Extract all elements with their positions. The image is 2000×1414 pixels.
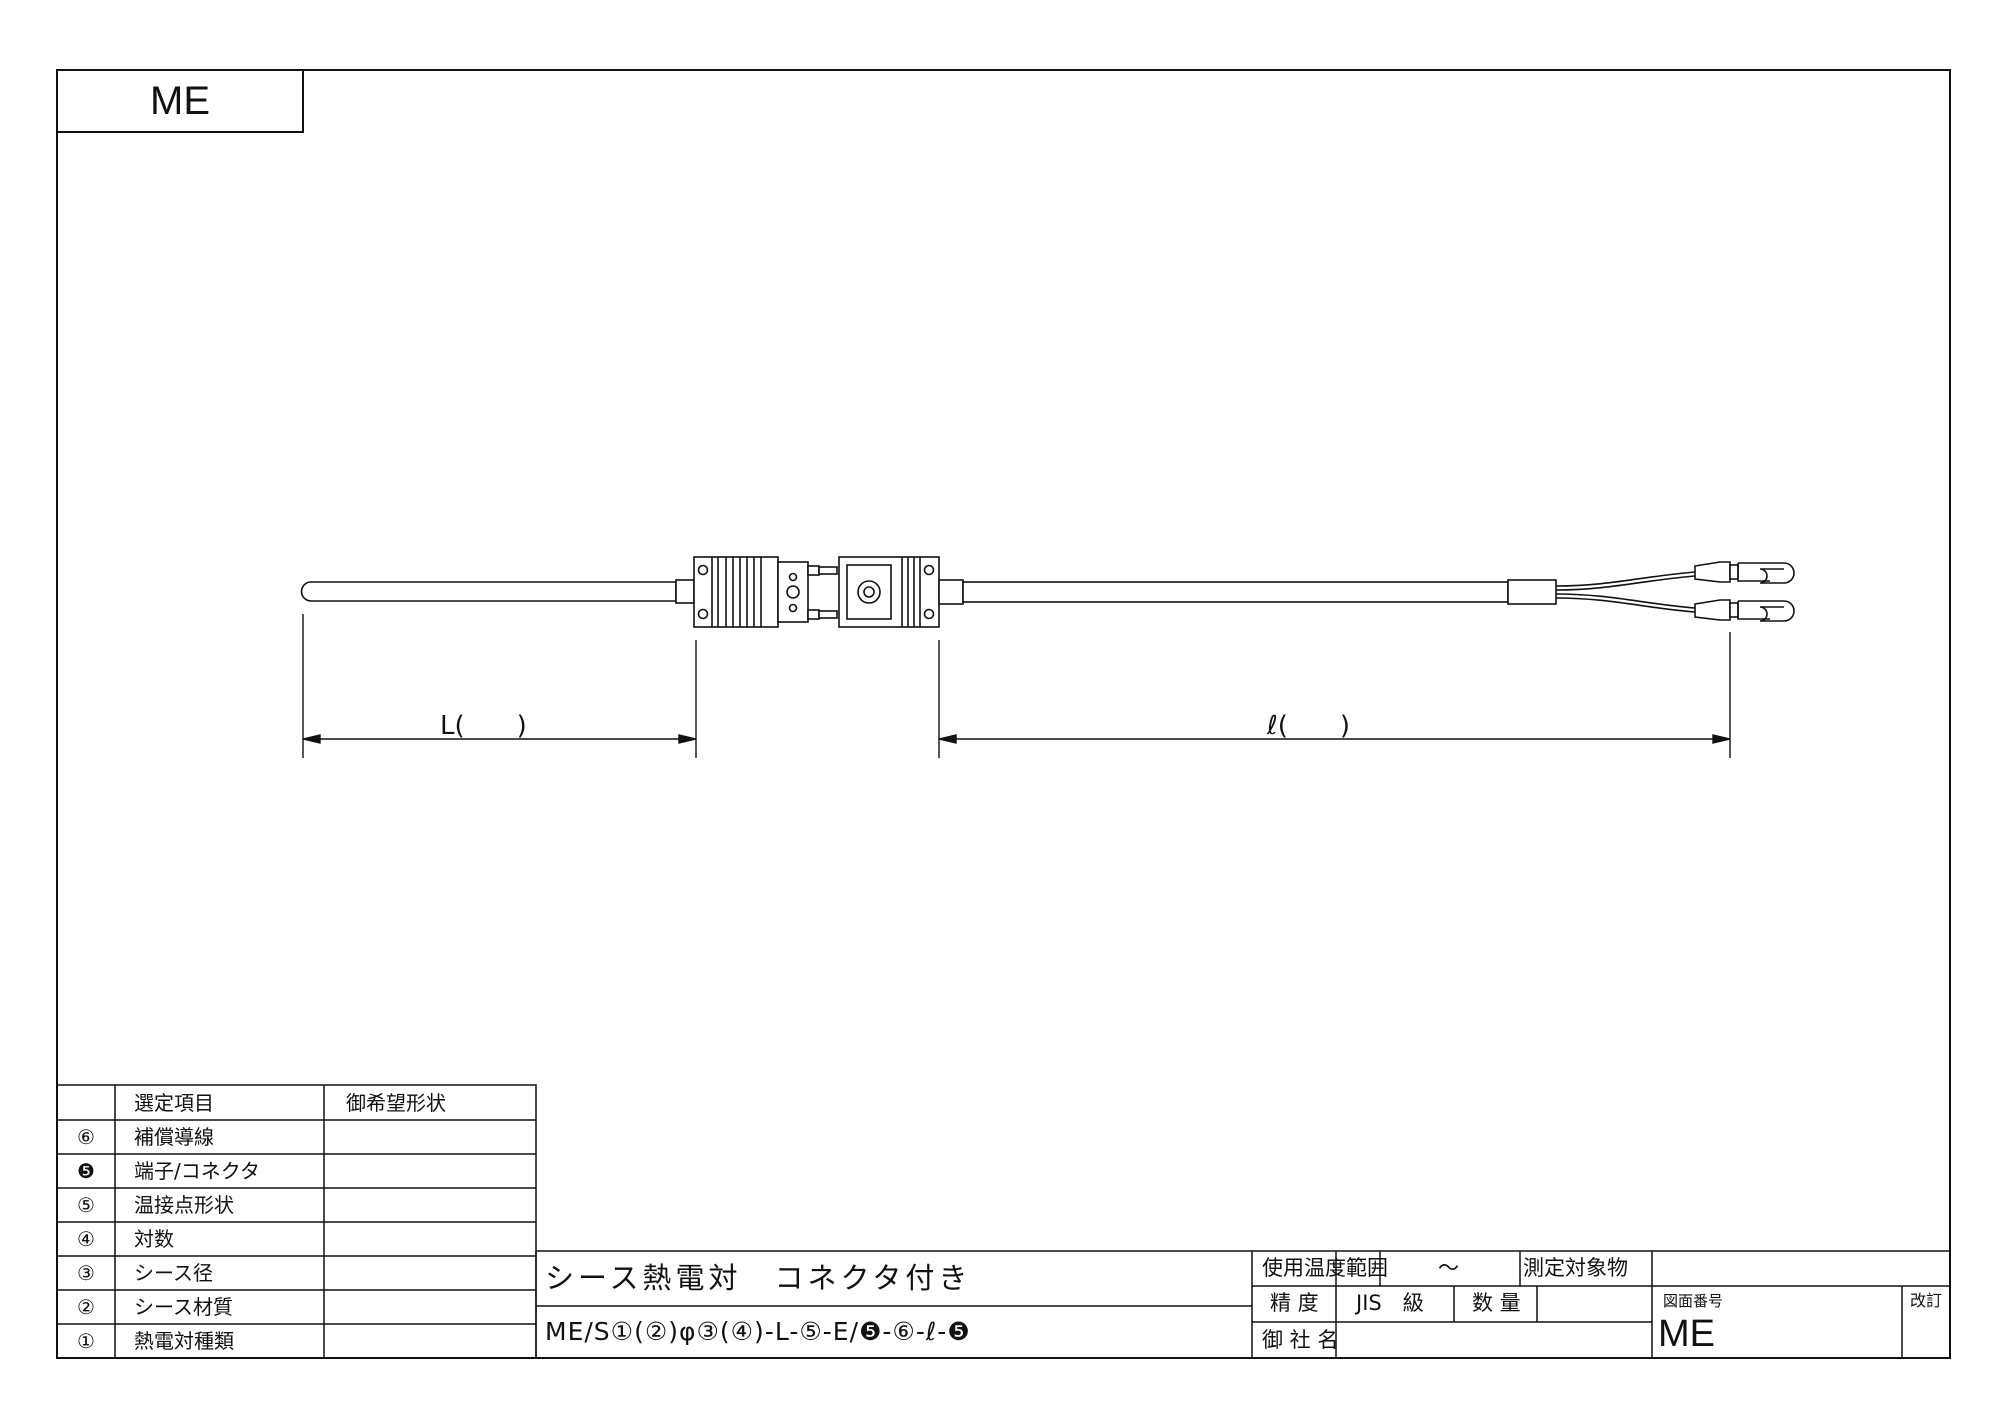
title-block-grid	[535, 1250, 1950, 1358]
selection-row-num: ③	[77, 1261, 95, 1285]
selection-row-item: 温接点形状	[134, 1193, 234, 1217]
selection-row-item: シース材質	[134, 1295, 233, 1319]
temp-range-separator: ～	[1438, 1256, 1459, 1280]
female-connector	[838, 556, 964, 628]
accuracy-label: 精 度	[1270, 1291, 1319, 1315]
selection-row-num: ④	[77, 1227, 95, 1251]
temp-range-label: 使用温度範囲	[1262, 1256, 1388, 1280]
drawing-number-label: 図面番号	[1663, 1292, 1724, 1310]
selection-row-num: ②	[77, 1295, 95, 1319]
selection-row-item: 対数	[134, 1227, 174, 1251]
selection-row-item: 補償導線	[134, 1125, 214, 1149]
selection-row-num: ❺	[77, 1159, 95, 1183]
model-code: ME/S①(②)φ③(④)-L-⑤-E/❺-⑥-ℓ-❺	[545, 1317, 971, 1346]
customer-label: 御 社 名	[1262, 1328, 1339, 1352]
compensating-lead	[962, 571, 1696, 613]
accuracy-value: JIS 級	[1356, 1291, 1424, 1315]
male-connector	[693, 556, 838, 628]
selection-row-num: ⑤	[77, 1193, 95, 1217]
selection-row-num: ⑥	[77, 1125, 95, 1149]
selection-row-item: シース径	[134, 1261, 213, 1285]
measured-object-label: 測定対象物	[1523, 1256, 1628, 1280]
probe-length-label: L( )	[440, 711, 527, 741]
selection-header-item: 選定項目	[134, 1091, 214, 1115]
selection-row-item: 熱電対種類	[134, 1329, 234, 1353]
dimension-lines	[302, 614, 1731, 758]
selection-table-grid	[56, 1084, 537, 1359]
selection-header-desired: 御希望形状	[346, 1091, 446, 1115]
quantity-label: 数 量	[1472, 1291, 1521, 1315]
lead-length-label: ℓ( )	[1267, 711, 1351, 741]
selection-row-num: ①	[77, 1329, 95, 1353]
crimp-terminals	[1694, 561, 1795, 622]
sheath-probe	[300, 579, 695, 604]
selection-row-item: 端子/コネクタ	[134, 1159, 260, 1183]
product-name: シース熱電対 コネクタ付き	[545, 1261, 972, 1295]
revision-label: 改訂	[1910, 1291, 1943, 1310]
sheet-border	[56, 69, 1951, 1359]
drawing-number: ME	[1658, 1313, 1715, 1355]
header-tab-label: ME	[150, 79, 210, 123]
header-tab-box	[56, 69, 304, 133]
